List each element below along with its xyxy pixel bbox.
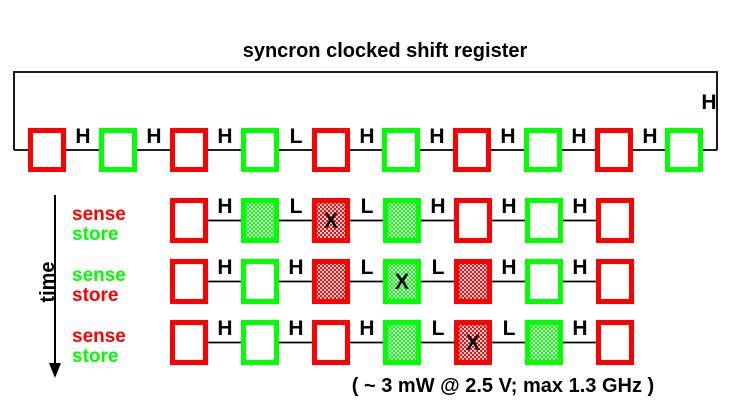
signal-level-label: H — [217, 256, 233, 279]
signal-level-label: H — [75, 125, 91, 148]
time-row-cell — [596, 198, 634, 243]
register-cell — [595, 128, 633, 172]
store-label: store — [72, 346, 119, 367]
time-axis-label: time — [37, 261, 59, 303]
register-cell — [382, 128, 420, 172]
time-row-cell: X — [383, 259, 421, 304]
signal-level-label: H — [430, 195, 446, 218]
sense-label: sense — [72, 204, 126, 225]
time-axis-arrowhead-icon — [49, 363, 61, 378]
store-label: store — [72, 224, 119, 245]
time-row-cell — [241, 320, 279, 365]
time-row-cell — [170, 320, 208, 365]
time-row-cell — [312, 320, 350, 365]
time-row-cell — [454, 198, 492, 243]
time-row-cell: X — [454, 320, 492, 365]
signal-level-label: H — [359, 125, 375, 148]
register-cell — [524, 128, 562, 172]
sense-label: sense — [72, 326, 126, 347]
time-row-cell — [596, 320, 634, 365]
time-row-cell — [525, 198, 563, 243]
register-cell — [312, 128, 350, 172]
time-row-cell: X — [312, 198, 350, 243]
signal-level-label: H — [571, 125, 587, 148]
feedback-wire — [13, 71, 718, 150]
signal-level-label: H — [217, 317, 233, 340]
signal-level-label: L — [431, 317, 445, 340]
signal-level-label: L — [431, 256, 445, 279]
signal-level-label: H — [217, 195, 233, 218]
diagram-title: syncron clocked shift register — [242, 40, 528, 62]
signal-level-label: H — [288, 256, 304, 279]
signal-level-label: H — [217, 125, 233, 148]
signal-level-label: H — [429, 125, 445, 148]
time-row-cell — [525, 259, 563, 304]
time-row-cell — [383, 320, 421, 365]
time-row-cell — [170, 198, 208, 243]
time-row-cell — [525, 320, 563, 365]
signal-level-label: H — [500, 125, 516, 148]
register-cell — [99, 128, 137, 172]
time-row-cell — [241, 259, 279, 304]
register-cell — [170, 128, 208, 172]
signal-level-label: L — [289, 125, 303, 148]
time-row-cell — [454, 259, 492, 304]
signal-level-label: L — [289, 195, 303, 218]
register-cell — [665, 128, 703, 172]
signal-level-label: H — [642, 125, 658, 148]
signal-level-label: H — [572, 195, 588, 218]
signal-level-label: H — [288, 317, 304, 340]
register-cell — [453, 128, 491, 172]
signal-level-label: H — [501, 256, 517, 279]
sense-label: sense — [72, 265, 126, 286]
register-cell — [28, 128, 66, 172]
signal-level-label: H — [359, 317, 375, 340]
time-row-cell — [170, 259, 208, 304]
signal-level-label: H — [572, 256, 588, 279]
time-row-cell — [596, 259, 634, 304]
signal-level-label: L — [502, 317, 516, 340]
x-mark: X — [465, 329, 481, 355]
x-mark: X — [394, 268, 410, 294]
power-caption: ( ~ 3 mW @ 2.5 V; max 1.3 GHz ) — [351, 375, 655, 397]
signal-level-label: H — [146, 125, 162, 148]
signal-level-label: L — [360, 195, 374, 218]
signal-level-label: L — [360, 256, 374, 279]
signal-level-label: H — [501, 195, 517, 218]
time-row-cell — [312, 259, 350, 304]
signal-level-label: H — [572, 317, 588, 340]
x-mark: X — [323, 207, 339, 233]
store-label: store — [72, 285, 119, 306]
time-row-cell — [383, 198, 421, 243]
register-cell — [241, 128, 279, 172]
feedback-signal-label: H — [701, 91, 717, 114]
time-row-cell — [241, 198, 279, 243]
